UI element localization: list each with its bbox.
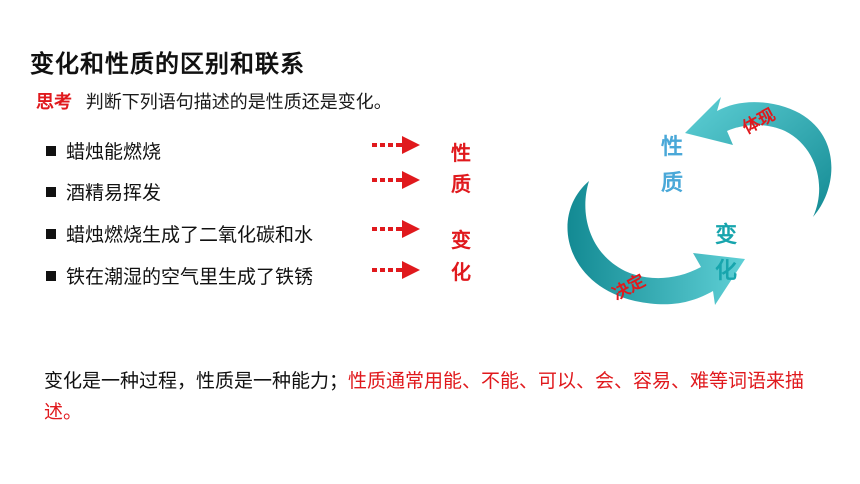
property-change-cycle-diagram: 性 质 变 化 体现 决定	[545, 95, 845, 310]
item-text: 蜡烛燃烧生成了二氧化碳和水	[66, 224, 314, 246]
dashed-arrow-icon	[372, 136, 420, 154]
node-property-char2: 质	[661, 171, 684, 196]
think-question: 判断下列语句描述的是性质还是变化。	[85, 92, 392, 113]
reflect-arrow-icon	[685, 97, 832, 217]
square-bullet-icon	[46, 186, 56, 197]
answer-change-char2: 化	[451, 260, 471, 284]
square-bullet-icon	[46, 270, 56, 281]
think-prompt: 思考 判断下列语句描述的是性质还是变化。	[36, 88, 392, 114]
dashed-arrow-icon	[372, 261, 420, 279]
dashed-arrow-icon	[372, 171, 420, 189]
item-text: 铁在潮湿的空气里生成了铁锈	[66, 266, 314, 288]
list-item: 蜡烛能燃烧	[46, 137, 161, 164]
answer-property-char2: 质	[451, 172, 471, 196]
answer-property-char1: 性	[451, 141, 471, 165]
list-item: 酒精易挥发	[46, 178, 161, 205]
dashed-arrow-icon	[372, 220, 420, 238]
list-item: 蜡烛燃烧生成了二氧化碳和水	[46, 220, 313, 247]
item-text: 蜡烛能燃烧	[66, 141, 162, 163]
list-item: 铁在潮湿的空气里生成了铁锈	[46, 262, 313, 289]
cycle-arrows-graphic	[567, 97, 832, 305]
item-text: 酒精易挥发	[66, 182, 162, 204]
slide-title: 变化和性质的区别和联系	[30, 50, 305, 78]
node-property-char1: 性	[661, 135, 684, 160]
summary-red-text: 性质通常用能、不能、可以、会、容易、难等词语来描述。	[44, 370, 805, 423]
determine-arrow-icon	[567, 181, 745, 305]
square-bullet-icon	[46, 145, 56, 156]
summary-paragraph: 变化是一种过程，性质是一种能力；性质通常用能、不能、可以、会、容易、难等词语来描…	[44, 366, 834, 428]
think-label: 思考	[36, 92, 72, 113]
node-change-char2: 化	[715, 259, 738, 284]
summary-black-text: 变化是一种过程，性质是一种能力；	[44, 370, 349, 392]
square-bullet-icon	[46, 228, 56, 239]
answer-change-char1: 变	[451, 228, 471, 252]
node-change-char1: 变	[715, 223, 738, 248]
